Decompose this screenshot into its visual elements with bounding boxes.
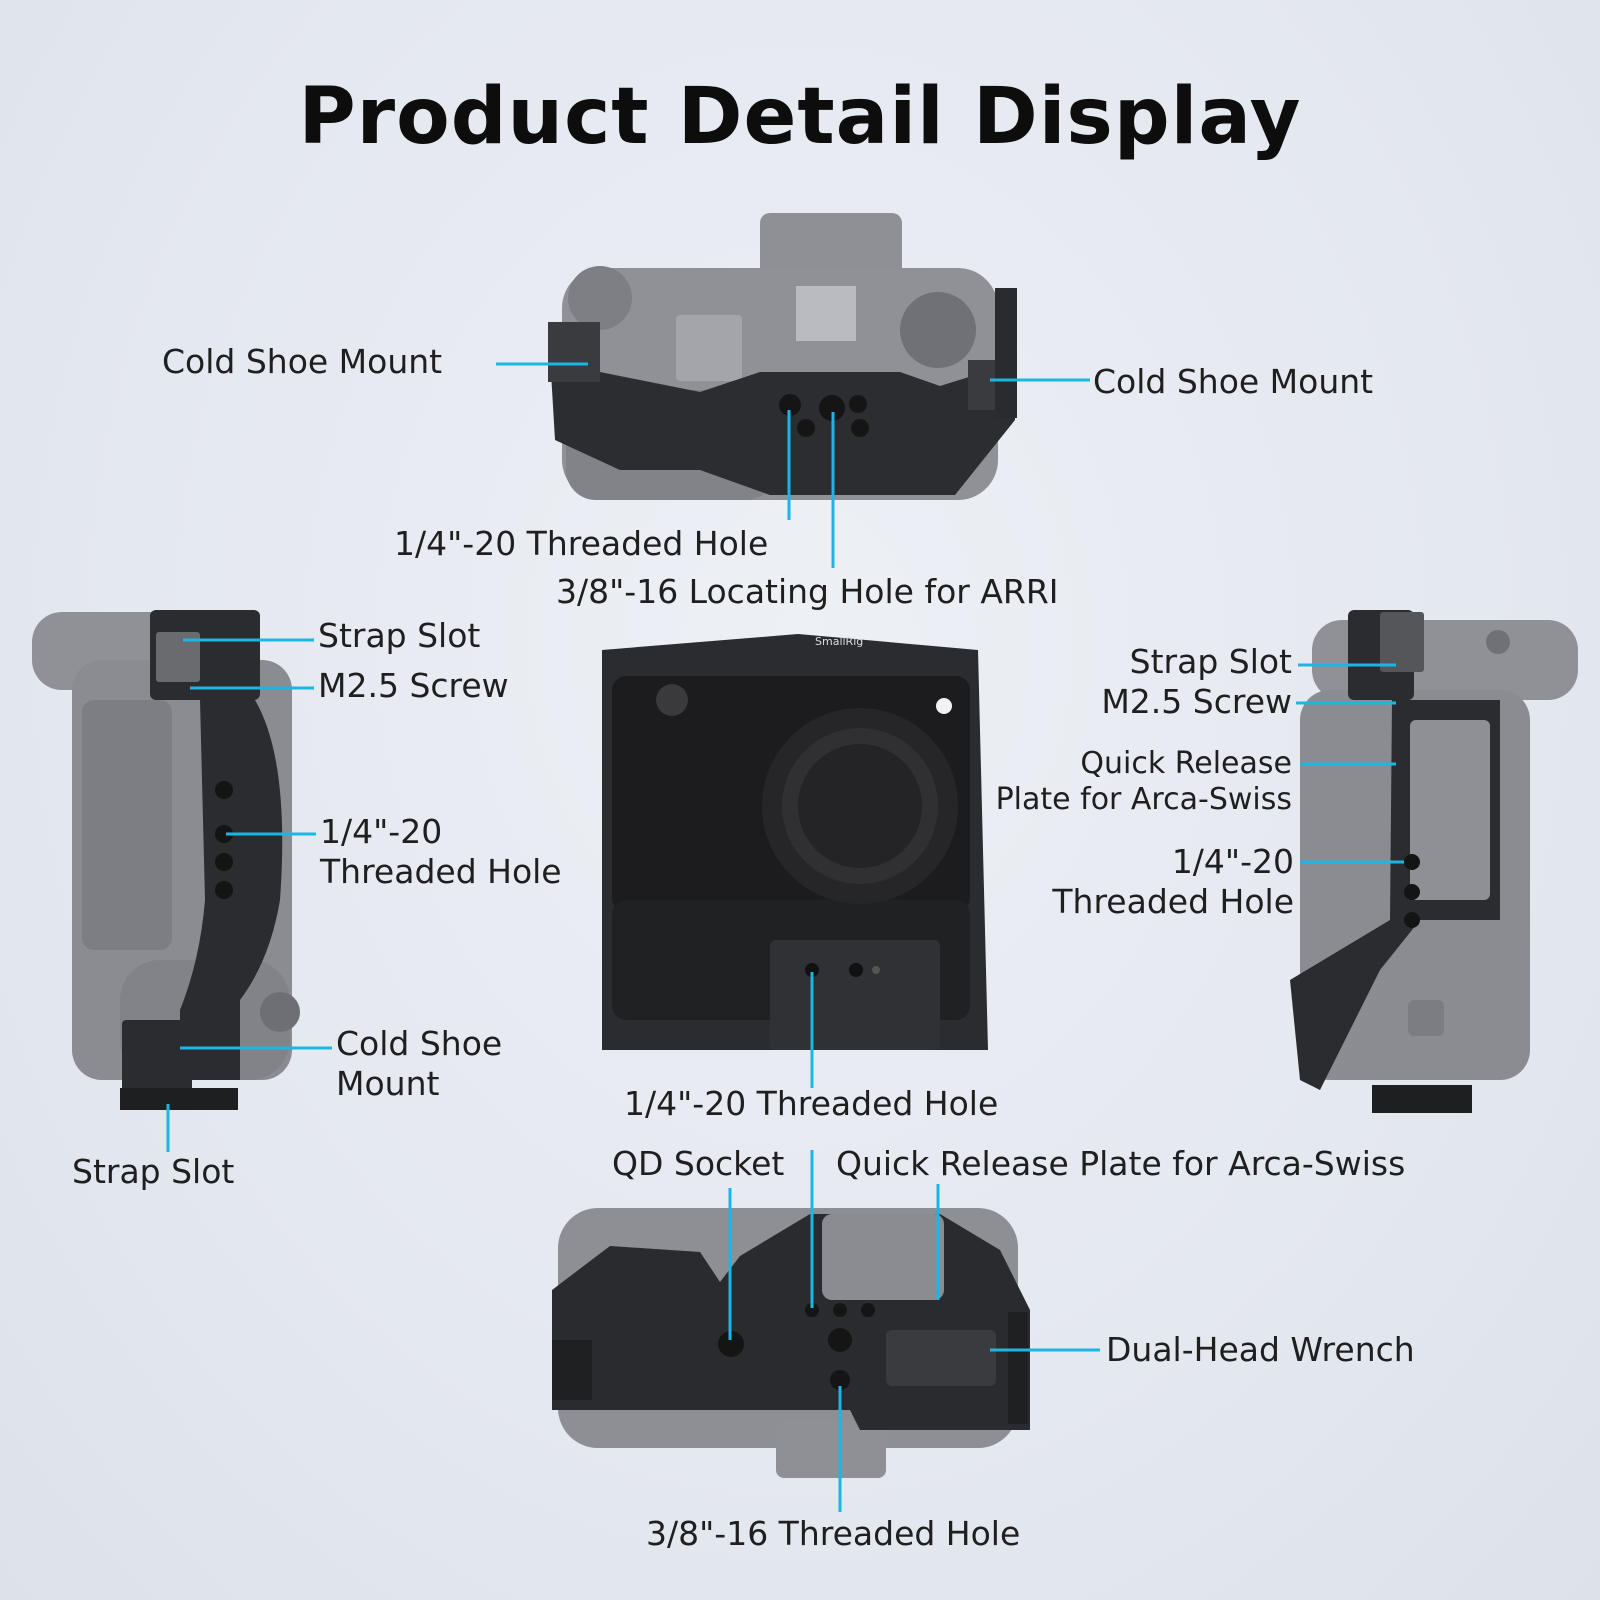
- bottom-qr-plate-label: Quick Release Plate for Arca-Swiss: [836, 1144, 1406, 1183]
- front-quarter-hole-label: 1/4"-20 Threaded Hole: [624, 1084, 999, 1123]
- right-quarter-label-2: Threaded Hole: [1052, 882, 1294, 921]
- right-m25-label: M2.5 Screw: [1101, 682, 1292, 721]
- bottom-qd-socket-label: QD Socket: [612, 1144, 785, 1183]
- top-view-cage: [548, 288, 1017, 495]
- left-quarter-hole-label-1: 1/4"-20: [320, 812, 443, 851]
- left-view-cage: [120, 610, 283, 1110]
- left-strap-slot-bottom-label: Strap Slot: [72, 1152, 235, 1191]
- bottom-three-eighths-label: 3/8"-16 Threaded Hole: [646, 1514, 1021, 1553]
- page-title: Product Detail Display: [298, 72, 1302, 162]
- left-quarter-hole-label-2: Threaded Hole: [320, 852, 562, 891]
- bottom-wrench-label: Dual-Head Wrench: [1106, 1330, 1415, 1369]
- bottom-view-cage: [552, 1214, 1030, 1430]
- callout-lines: [166, 362, 1404, 1512]
- right-qr-label-1: Quick Release: [1080, 746, 1292, 781]
- brand-mark: SmallRig: [815, 635, 863, 648]
- top-cold-shoe-right-label: Cold Shoe Mount: [1093, 362, 1374, 401]
- left-cold-shoe-label-2: Mount: [336, 1064, 440, 1103]
- left-cold-shoe-label-1: Cold Shoe: [336, 1024, 503, 1063]
- top-arri-hole-label: 3/8"-16 Locating Hole for ARRI: [556, 572, 1059, 611]
- front-view: SmallRig: [602, 634, 988, 1050]
- left-strap-slot-top-label: Strap Slot: [318, 616, 481, 655]
- right-strap-slot-label: Strap Slot: [1129, 642, 1292, 681]
- top-quarter-hole-label: 1/4"-20 Threaded Hole: [394, 524, 769, 563]
- left-m25-label: M2.5 Screw: [318, 666, 509, 705]
- right-qr-label-2: Plate for Arca-Swiss: [995, 782, 1292, 817]
- right-view-cage: [1290, 610, 1500, 1113]
- right-quarter-label-1: 1/4"-20: [1171, 842, 1294, 881]
- top-cold-shoe-left-label: Cold Shoe Mount: [162, 342, 443, 381]
